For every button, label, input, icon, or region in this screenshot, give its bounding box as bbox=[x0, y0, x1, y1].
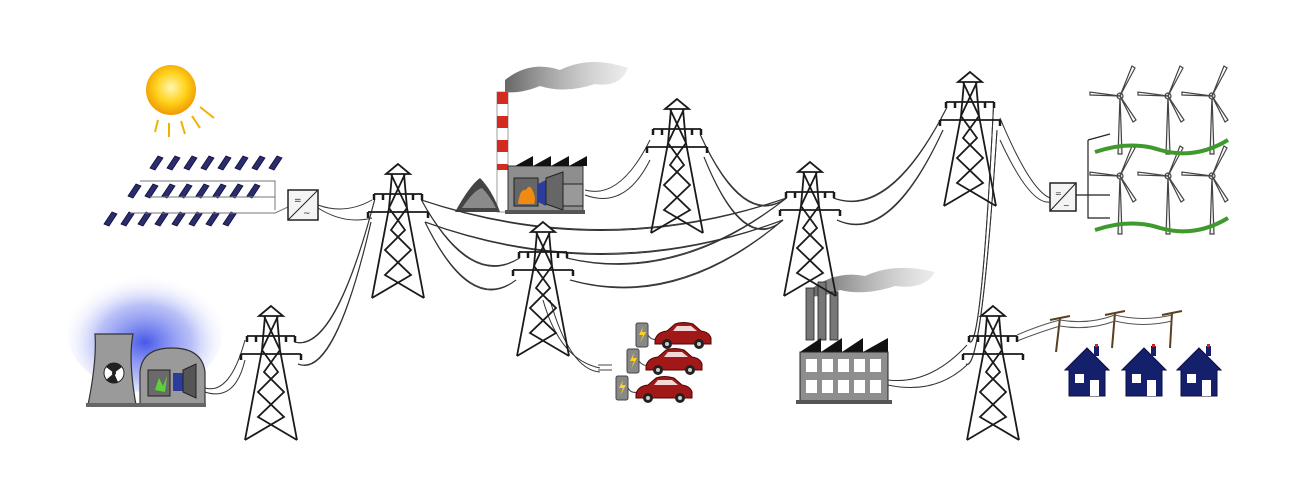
factory-window bbox=[806, 380, 817, 393]
solar-panel bbox=[171, 211, 186, 227]
inverter-icon: = ~ bbox=[287, 189, 319, 221]
pylon-icon bbox=[938, 70, 1002, 208]
wire bbox=[836, 129, 944, 226]
wire bbox=[969, 107, 994, 343]
pylon-icon bbox=[645, 97, 709, 235]
solar-panel bbox=[137, 211, 152, 227]
factory-window bbox=[854, 359, 865, 372]
solar-panel bbox=[251, 155, 266, 171]
inverter-icon: = ~ bbox=[1049, 182, 1077, 212]
solar-panel bbox=[229, 183, 244, 199]
wire bbox=[294, 199, 376, 344]
wire bbox=[833, 107, 948, 203]
pylon-icon bbox=[778, 160, 842, 298]
wire bbox=[424, 221, 517, 291]
solar-panel bbox=[103, 211, 118, 227]
solar-panel bbox=[205, 211, 220, 227]
solar-panel bbox=[120, 211, 135, 227]
solar-panel bbox=[234, 155, 249, 171]
solar-panel bbox=[127, 183, 142, 199]
solar-panel bbox=[178, 183, 193, 199]
wind-turbine bbox=[1089, 145, 1137, 235]
wind-turbine bbox=[1137, 145, 1185, 235]
solar-panel-icon bbox=[103, 155, 283, 227]
wire bbox=[317, 207, 373, 221]
svg-text:~: ~ bbox=[1063, 201, 1070, 210]
wire bbox=[999, 139, 1051, 203]
transmission-lines bbox=[204, 107, 1051, 395]
pylon-icon bbox=[511, 220, 575, 358]
wire bbox=[421, 197, 787, 231]
wire bbox=[421, 197, 787, 230]
factory-icon bbox=[796, 267, 935, 404]
wire bbox=[542, 299, 601, 369]
wire bbox=[566, 197, 787, 265]
factory-window bbox=[838, 359, 849, 372]
pylon-icon bbox=[366, 162, 430, 300]
wire bbox=[699, 134, 787, 207]
solar-panel bbox=[217, 155, 232, 171]
solar-panel bbox=[246, 183, 261, 199]
wire bbox=[424, 219, 784, 254]
wire bbox=[887, 364, 968, 388]
solar-panel bbox=[212, 183, 227, 199]
house-icon bbox=[1064, 343, 1222, 397]
wind-turbine bbox=[1089, 65, 1137, 155]
factory-window bbox=[870, 380, 881, 393]
grass bbox=[1094, 138, 1230, 156]
wire bbox=[204, 359, 246, 395]
wire bbox=[703, 156, 784, 231]
solar-panel bbox=[195, 183, 210, 199]
wire bbox=[699, 134, 787, 206]
factory-window bbox=[822, 380, 833, 393]
wire bbox=[420, 199, 520, 267]
wire bbox=[887, 344, 968, 382]
solar-panel bbox=[222, 211, 237, 227]
factory-window bbox=[870, 359, 881, 372]
factory-window bbox=[854, 380, 865, 393]
wire bbox=[317, 199, 373, 210]
sun-icon bbox=[146, 65, 215, 137]
solar-panel bbox=[200, 155, 215, 171]
wire bbox=[424, 221, 517, 290]
factory-window bbox=[806, 359, 817, 372]
wire bbox=[424, 219, 784, 255]
nuclear-plant-icon bbox=[67, 268, 223, 407]
wind-turbine-icon bbox=[1089, 65, 1230, 235]
solar-panel bbox=[149, 155, 164, 171]
wire bbox=[204, 339, 246, 390]
wind-turbine bbox=[1181, 65, 1229, 155]
wire bbox=[297, 221, 372, 366]
factory-window bbox=[822, 359, 833, 372]
svg-text:~: ~ bbox=[303, 209, 311, 219]
wire bbox=[294, 199, 376, 344]
solar-panel bbox=[183, 155, 198, 171]
wire bbox=[584, 139, 651, 192]
solar-panel bbox=[161, 183, 176, 199]
wire bbox=[569, 219, 784, 289]
coal-plant-icon bbox=[455, 61, 628, 214]
pylon-icon bbox=[239, 304, 303, 442]
grass bbox=[1094, 216, 1230, 234]
wind-turbine bbox=[1137, 65, 1185, 155]
svg-text:=: = bbox=[1055, 189, 1062, 198]
pylon-icon bbox=[961, 304, 1025, 442]
solar-panel bbox=[268, 155, 283, 171]
factory-window bbox=[838, 380, 849, 393]
utility-pole-icon bbox=[1049, 310, 1183, 353]
solar-panel bbox=[188, 211, 203, 227]
solar-panel bbox=[144, 183, 159, 199]
wire bbox=[999, 117, 1051, 199]
wire bbox=[584, 159, 651, 199]
wire bbox=[297, 221, 372, 366]
wire bbox=[549, 299, 601, 373]
solar-panel bbox=[166, 155, 181, 171]
solar-panel bbox=[154, 211, 169, 227]
svg-text:=: = bbox=[294, 196, 302, 206]
